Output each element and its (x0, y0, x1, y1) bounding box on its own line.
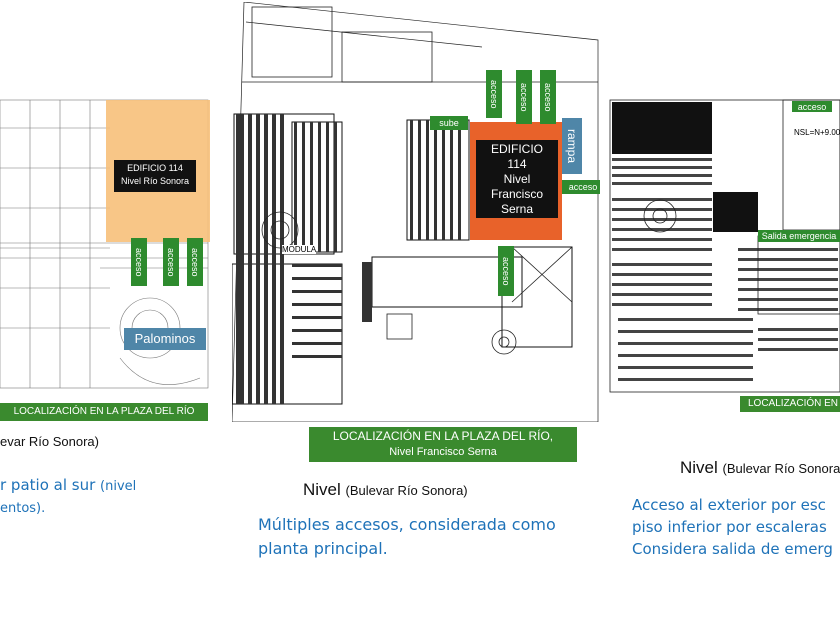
left-level-title: evar Río Sonora) (0, 434, 99, 449)
right-level-title-sub: (Bulevar Río Sonora (722, 461, 840, 476)
left-desc-line2: entos). (0, 501, 46, 516)
center-desc-line1: Múltiples accesos, considerada como (258, 515, 556, 534)
left-desc-line1: r patio al sur (0, 476, 96, 494)
right-location-caption: LOCALIZACIÓN EN (740, 396, 840, 412)
center-top-access-tag-3: acceso (540, 70, 556, 124)
center-building-line2: 114 (507, 157, 527, 171)
left-access-tag-1: acceso (131, 238, 147, 286)
right-level-title: Nivel (Bulevar Río Sonora (680, 458, 840, 478)
left-desc-line1-small: (nivel (100, 479, 137, 494)
center-floor-plan: EDIFICIO 114 Nivel Francisco Serna rampa… (232, 2, 600, 422)
left-floor-plan: EDIFICIO 114 Nivel Río Sonora acceso acc… (0, 98, 210, 390)
center-location-caption: LOCALIZACIÓN EN LA PLAZA DEL RÍO, Nivel … (309, 427, 577, 462)
left-access-tag-3: acceso (187, 238, 203, 286)
right-floor-plan: acceso NSL=N+9.00 Salida emergencia (608, 98, 840, 398)
right-desc-line2: piso inferior por escaleras (632, 518, 827, 536)
center-building-line5: Serna (500, 202, 534, 216)
rampa-label: rampa (562, 118, 582, 174)
right-description: Acceso al exterior por esc piso inferior… (632, 494, 833, 560)
edificio-114-label-line1: EDIFICIO 114 (127, 163, 183, 173)
center-level-title: Nivel (Bulevar Río Sonora) (303, 480, 468, 500)
center-caption-line2: Nivel Francisco Serna (389, 446, 497, 458)
left-access-tag-2: acceso (163, 238, 179, 286)
center-desc-line2: planta principal. (258, 539, 388, 558)
left-description: r patio al sur (nivel entos). (0, 474, 136, 520)
center-caption-line1: LOCALIZACIÓN EN LA PLAZA DEL RÍO, (332, 429, 554, 443)
center-description: Múltiples accesos, considerada como plan… (258, 513, 556, 561)
center-plan-drawing (232, 2, 599, 422)
right-level-title-main: Nivel (680, 458, 718, 477)
center-bottom-access-tag: acceso (498, 246, 514, 296)
edificio-114-label-center: EDIFICIO 114 Nivel Francisco Serna (476, 140, 558, 218)
palominos-label: Palominos (124, 328, 206, 350)
left-location-caption: LOCALIZACIÓN EN LA PLAZA DEL RÍO (0, 403, 208, 421)
nsl-label: NSL=N+9.00 (794, 128, 840, 137)
modula-label: MODULA (282, 245, 317, 254)
right-desc-line3: Considera salida de emerg (632, 540, 833, 558)
center-building-line1: EDIFICIO (490, 142, 543, 156)
center-level-title-main: Nivel (303, 480, 341, 499)
right-plan-drawing (609, 99, 840, 393)
right-access-tag: acceso (792, 101, 832, 112)
center-level-title-sub: (Bulevar Río Sonora) (345, 483, 468, 498)
center-building-line3: Nivel (503, 172, 531, 186)
center-top-access-tag-1: acceso (486, 70, 502, 118)
edificio-114-label-line2: Nivel Río Sonora (120, 176, 190, 186)
edificio-114-label: EDIFICIO 114 Nivel Río Sonora (114, 160, 196, 192)
center-building-line4: Francisco (490, 187, 543, 201)
sube-tag: sube (430, 116, 468, 130)
emergency-exit-tag: Salida emergencia (758, 230, 840, 242)
center-top-access-tag-2: acceso (516, 70, 532, 124)
center-side-access-tag: acceso (562, 180, 600, 194)
right-desc-line1: Acceso al exterior por esc (632, 496, 826, 514)
